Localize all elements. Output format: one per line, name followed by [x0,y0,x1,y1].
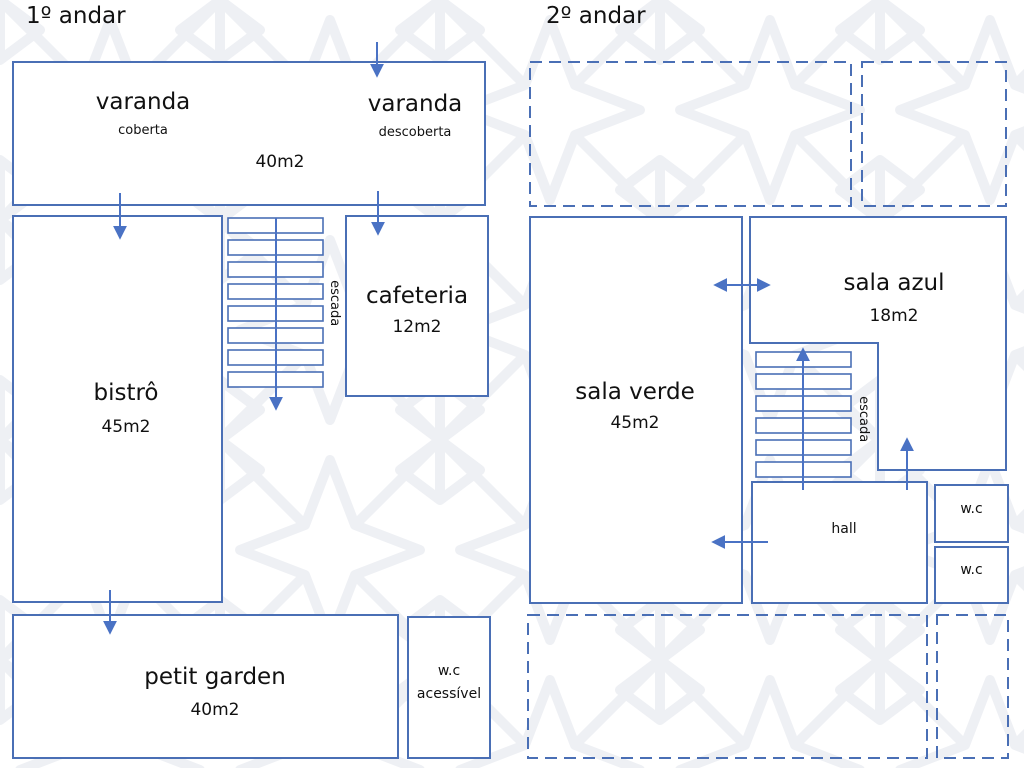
sala-verde-room [529,216,743,604]
sala-verde-label: sala verde [575,379,695,405]
bistro-room [12,215,223,603]
bistro-area: 45m2 [101,417,151,437]
varanda-descoberta-sub: descoberta [378,125,452,140]
lower-area-dashed-2 [936,614,1009,759]
wc-acessivel-sub: acessível [416,686,482,702]
varanda-room [12,61,486,206]
sala-azul-label: sala azul [843,270,945,296]
petit-garden-room [12,614,399,759]
wc-2-label: w.c [960,562,983,578]
petit-garden-label: petit garden [144,664,286,690]
wc-room-2 [934,546,1009,604]
cafeteria-area: 12m2 [392,317,442,337]
varanda-descoberta-label: varanda [367,91,463,117]
escada-second-label: escada [856,396,872,443]
sala-azul-area: 18m2 [869,306,919,326]
wc-acessivel-room [407,616,491,759]
bistro-label: bistrô [93,380,159,406]
second-floor-title: 2º andar [546,3,646,29]
wc-1-label: w.c [960,501,983,517]
varanda-coberta-sub: coberta [118,123,168,138]
cafeteria-label: cafeteria [365,283,469,309]
upper-area-dashed-1 [529,61,852,207]
hall-room [751,481,928,604]
varanda-area: 40m2 [255,152,305,172]
petit-garden-area: 40m2 [190,700,240,720]
varanda-coberta-label: varanda [95,89,191,115]
sala-verde-area: 45m2 [610,413,660,433]
upper-area-dashed-2 [861,61,1007,207]
first-floor-title: 1º andar [26,3,126,29]
sala-azul-room [749,216,1007,471]
hall-label: hall [831,521,857,537]
lower-area-dashed-1 [527,614,928,759]
stairs-second-floor [755,351,852,478]
escada-first-label: escada [327,280,343,327]
wc-room-1 [934,484,1009,543]
cafeteria-room [345,215,489,397]
wc-acessivel-label: w.c [437,663,461,679]
